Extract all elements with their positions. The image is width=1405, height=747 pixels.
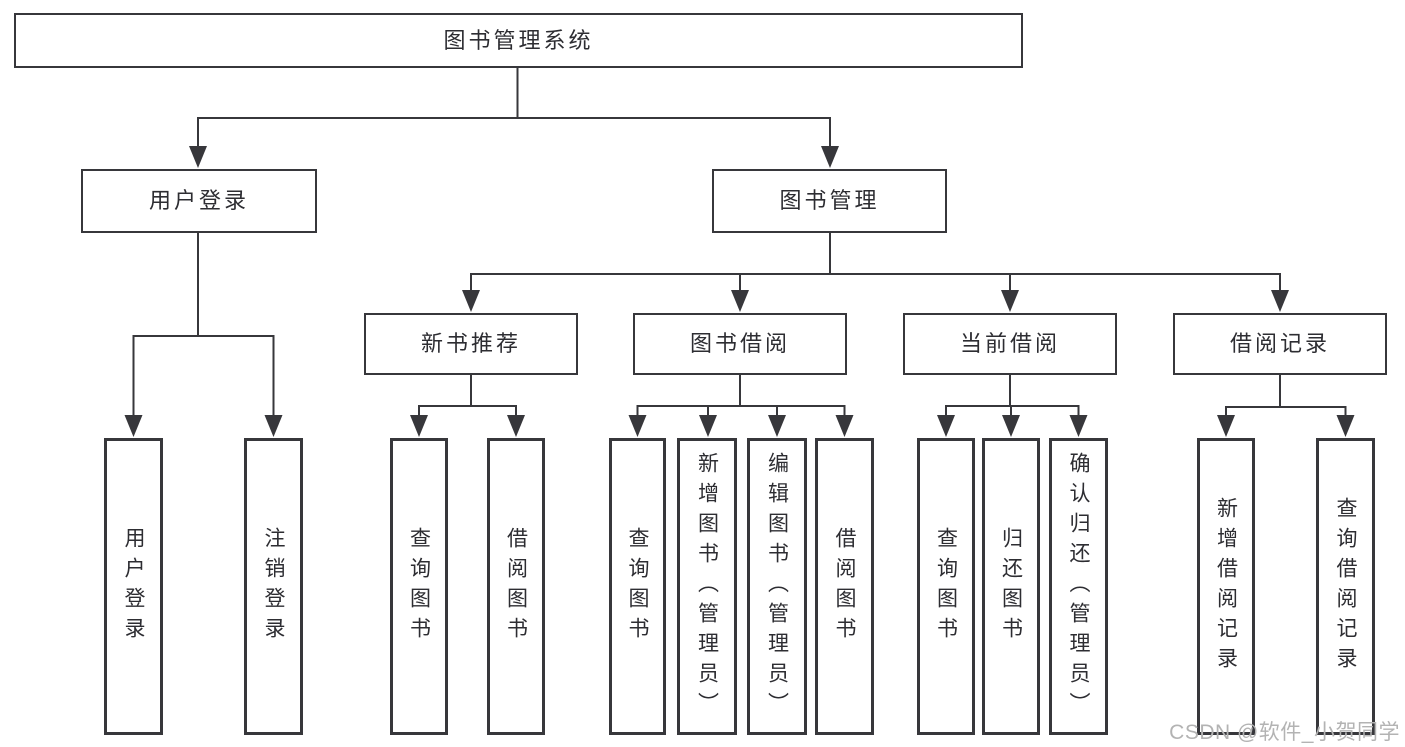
arrow-down-icon [1271, 290, 1289, 312]
node-book-management: 图书管理 [712, 169, 947, 233]
node-new-book-recommend-label: 新书推荐 [420, 331, 521, 356]
arrow-down-icon [410, 415, 428, 437]
node-borrow-records: 借阅记录 [1173, 313, 1387, 375]
arrow-down-icon [835, 415, 854, 437]
arrow-down-icon [189, 146, 207, 168]
leaf-query-borrow-record-label: 查询借阅记录 [1334, 496, 1357, 677]
leaf-user-login: 用户登录 [104, 438, 163, 735]
connector-borrow-records-to-leaves [1225, 374, 1347, 419]
arrow-down-icon [507, 415, 525, 437]
connector-book-borrow-to-leaves [636, 374, 846, 419]
arrow-down-icon [1001, 290, 1019, 312]
leaf-confirm-return-admin: 确认归还（管理员） [1049, 438, 1108, 735]
arrow-down-icon [699, 415, 717, 437]
leaf-return-book: 归还图书 [982, 438, 1040, 735]
leaf-add-book-admin-label: 新增图书（管理员） [695, 451, 719, 722]
leaf-borrow-books-label: 借阅图书 [833, 526, 856, 647]
leaf-query-books-current-label: 查询图书 [934, 526, 958, 647]
arrow-down-icon [462, 290, 480, 312]
leaf-confirm-return-admin-label: 确认归还（管理员） [1067, 451, 1090, 722]
leaf-query-borrow-record: 查询借阅记录 [1316, 438, 1375, 735]
node-new-book-recommend: 新书推荐 [364, 313, 578, 375]
connector-book-mgmt-to-level3 [470, 232, 1281, 294]
node-book-borrow: 图书借阅 [633, 313, 847, 375]
csdn-watermark: CSDN @软件_小贺同学 [1169, 721, 1400, 744]
leaf-query-books-recommend-label: 查询图书 [407, 526, 431, 647]
leaf-edit-book-admin: 编辑图书（管理员） [747, 438, 807, 735]
leaf-query-books-current: 查询图书 [917, 438, 975, 735]
leaf-query-books-borrow: 查询图书 [609, 438, 666, 735]
node-book-borrow-label: 图书借阅 [689, 331, 790, 356]
leaf-logout-label: 注销登录 [262, 526, 285, 647]
leaf-borrow-books-recommend: 借阅图书 [487, 438, 545, 735]
leaf-add-borrow-record-label: 新增借阅记录 [1214, 496, 1238, 677]
node-book-management-label: 图书管理 [779, 188, 880, 213]
leaf-return-book-label: 归还图书 [999, 526, 1023, 647]
arrow-down-icon [1069, 415, 1088, 437]
connector-user-login-to-leaves [132, 232, 275, 419]
leaf-borrow-books-recommend-label: 借阅图书 [504, 526, 528, 647]
leaf-user-login-label: 用户登录 [122, 526, 145, 647]
arrow-down-icon [628, 415, 647, 437]
arrow-down-icon [821, 146, 839, 168]
arrow-down-icon [731, 290, 749, 312]
connector-root-to-level2 [197, 67, 831, 150]
connector-new-book-to-leaves [418, 374, 517, 419]
node-user-login-label: 用户登录 [148, 188, 249, 213]
arrow-down-icon [768, 415, 786, 437]
arrow-down-icon [264, 415, 283, 437]
arrow-down-icon [1002, 415, 1020, 437]
node-user-login: 用户登录 [81, 169, 317, 233]
leaf-logout: 注销登录 [244, 438, 303, 735]
arrow-down-icon [1217, 415, 1235, 437]
node-root-label: 图书管理系统 [443, 27, 594, 53]
node-borrow-records-label: 借阅记录 [1229, 331, 1330, 356]
arrow-down-icon [1336, 415, 1355, 437]
arrow-down-icon [124, 415, 143, 437]
node-current-borrow-label: 当前借阅 [959, 331, 1060, 356]
leaf-add-book-admin: 新增图书（管理员） [677, 438, 737, 735]
leaf-edit-book-admin-label: 编辑图书（管理员） [765, 451, 789, 722]
node-root: 图书管理系统 [14, 13, 1023, 68]
leaf-borrow-books: 借阅图书 [815, 438, 874, 735]
arrow-down-icon [937, 415, 955, 437]
leaf-query-books-recommend: 查询图书 [390, 438, 448, 735]
leaf-query-books-borrow-label: 查询图书 [626, 526, 649, 647]
node-current-borrow: 当前借阅 [903, 313, 1117, 375]
connector-current-borrow-to-leaves [945, 374, 1080, 419]
arrowheads [124, 146, 1355, 437]
leaf-add-borrow-record: 新增借阅记录 [1197, 438, 1255, 735]
